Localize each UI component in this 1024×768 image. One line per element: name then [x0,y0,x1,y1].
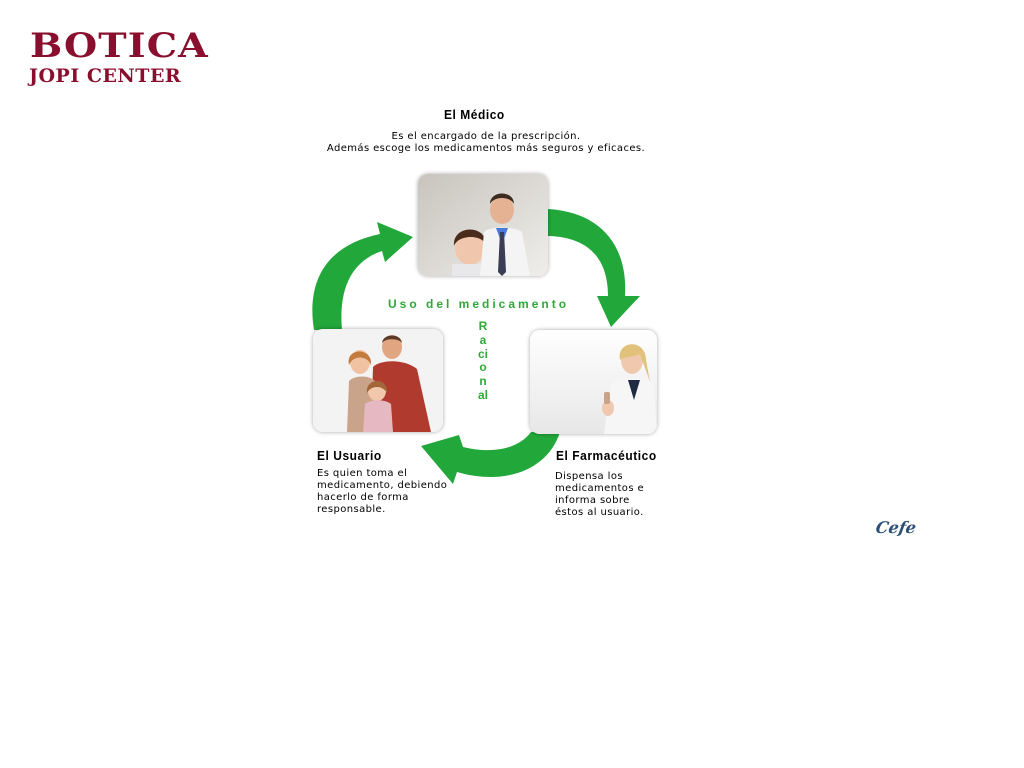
farmaceutico-photo [530,330,657,434]
farmaceutico-desc-line-2: medicamentos e [555,483,645,494]
usuario-desc-line-3: hacerlo de forma [317,492,409,503]
medico-title: El Médico [444,107,505,122]
arrow-medico-to-farmaceutico [548,209,640,327]
usuario-desc-line-2: medicamento, debiendo [317,480,448,491]
signature-cefe: Cefe [874,518,918,537]
arrow-usuario-to-medico [312,222,413,330]
farmaceutico-description: Dispensa los medicamentos e informa sobr… [555,471,695,519]
cycle-vertical-word: Racional [477,319,488,402]
medico-description: Es el encargado de la prescripción. Adem… [300,131,672,155]
farmaceutico-desc-line-3: informa sobre [555,495,630,506]
medico-desc-line-2: Además escoge los medicamentos más segur… [326,143,646,154]
usuario-desc-line-1: Es quien toma el [317,468,408,479]
farmaceutico-title: El Farmacéutico [556,448,657,463]
farmaceutico-desc-line-4: éstos al usuario. [555,507,644,518]
medico-desc-line-1: Es el encargado de la prescripción. [391,131,581,142]
usuario-desc-line-4: responsable. [317,504,386,515]
farmaceutico-desc-line-1: Dispensa los [555,471,623,482]
arrow-farmaceutico-to-usuario [421,432,560,484]
medico-photo [418,174,548,276]
usuario-title: El Usuario [317,448,382,463]
cycle-label: Uso del medicamento [388,297,570,311]
usuario-description: Es quien toma el medicamento, debiendo h… [317,468,477,516]
logo-jopi-center: JOPI CENTER [29,65,182,87]
usuario-photo [313,329,443,432]
logo-botica: BOTICA [30,26,209,66]
